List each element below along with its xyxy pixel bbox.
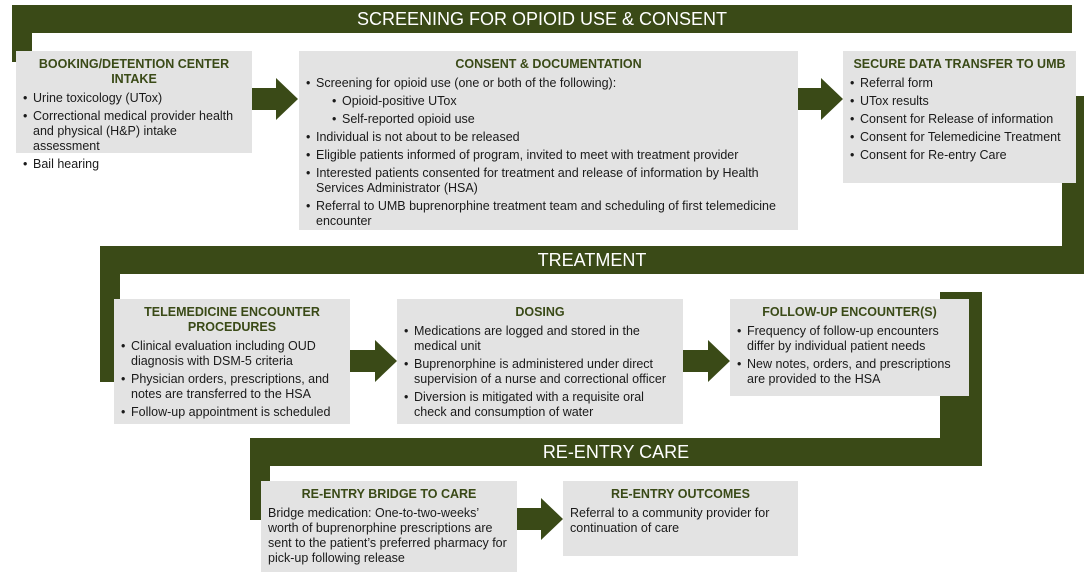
box-title: SECURE DATA TRANSFER TO UMB bbox=[853, 57, 1066, 71]
transfer-box: SECURE DATA TRANSFER TO UMB Referral for… bbox=[843, 51, 1076, 183]
box-title: TELEMEDICINE ENCOUNTER PROCEDURES bbox=[144, 305, 320, 334]
flow-arrow-icon bbox=[798, 78, 843, 120]
followup-box: FOLLOW-UP ENCOUNTER(S) Frequency of foll… bbox=[730, 299, 969, 396]
list-item: Individual is not about to be released bbox=[306, 130, 791, 145]
intake-box: BOOKING/DETENTION CENTER INTAKE Urine to… bbox=[16, 51, 252, 172]
flow-arrow-icon bbox=[350, 340, 397, 382]
list-item: Consent for Release of information bbox=[850, 112, 1069, 127]
list-item: Buprenorphine is administered under dire… bbox=[404, 357, 676, 387]
dosing-box: DOSING Medications are logged and stored… bbox=[397, 299, 683, 424]
bridge-box: RE-ENTRY BRIDGE TO CARE Bridge medicatio… bbox=[261, 481, 517, 572]
list-item: Interested patients consented for treatm… bbox=[306, 166, 791, 196]
box-title: CONSENT & DOCUMENTATION bbox=[455, 57, 642, 71]
box-title: RE-ENTRY BRIDGE TO CARE bbox=[301, 487, 477, 501]
flow-arrow-icon bbox=[683, 340, 730, 382]
list-item: Self-reported opioid use bbox=[306, 112, 791, 127]
box-text: Referral to a community provider for con… bbox=[570, 506, 770, 535]
flow-arrow-icon bbox=[252, 78, 298, 120]
list-item: Consent for Telemedicine Treatment bbox=[850, 130, 1069, 145]
list-item: Opioid-positive UTox bbox=[306, 94, 791, 109]
list-item: Physician orders, prescriptions, and not… bbox=[121, 372, 343, 402]
list-item: Clinical evaluation including OUD diagno… bbox=[121, 339, 343, 369]
outcomes-box: RE-ENTRY OUTCOMES Referral to a communit… bbox=[563, 481, 798, 556]
telemedicine-box: TELEMEDICINE ENCOUNTER PROCEDURES Clinic… bbox=[114, 299, 350, 424]
box-title: BOOKING/DETENTION CENTER INTAKE bbox=[38, 57, 230, 86]
consent-box: CONSENT & DOCUMENTATION Screening for op… bbox=[299, 51, 798, 230]
list-item: Referral form bbox=[850, 76, 1069, 91]
list-item: UTox results bbox=[850, 94, 1069, 109]
box-text: Bridge medication: One-to-two-weeks’ wor… bbox=[268, 506, 507, 565]
list-item: Consent for Re-entry Care bbox=[850, 148, 1069, 163]
list-item: Urine toxicology (UTox) bbox=[23, 91, 245, 106]
list-item: Follow-up appointment is scheduled bbox=[121, 405, 343, 420]
box-title: RE-ENTRY OUTCOMES bbox=[611, 487, 750, 501]
flow-arrow-icon bbox=[517, 498, 563, 540]
box-title: FOLLOW-UP ENCOUNTER(S) bbox=[762, 305, 937, 319]
list-item: Referral to UMB buprenorphine treatment … bbox=[306, 199, 791, 229]
box-title: DOSING bbox=[515, 305, 565, 319]
list-item: Medications are logged and stored in the… bbox=[404, 324, 676, 354]
section-header-reentry: RE-ENTRY CARE bbox=[250, 438, 982, 466]
section-header-screening: SCREENING FOR OPIOID USE & CONSENT bbox=[12, 5, 1072, 33]
list-item: Screening for opioid use (one or both of… bbox=[306, 76, 791, 91]
list-item: Frequency of follow-up encounters differ… bbox=[737, 324, 962, 354]
list-item: Eligible patients informed of program, i… bbox=[306, 148, 791, 163]
list-item: Bail hearing bbox=[23, 157, 245, 172]
section-header-treatment: TREATMENT bbox=[100, 246, 1084, 274]
list-item: Correctional medical provider health and… bbox=[23, 109, 245, 154]
list-item: New notes, orders, and prescriptions are… bbox=[737, 357, 962, 387]
list-item: Diversion is mitigated with a requisite … bbox=[404, 390, 676, 420]
